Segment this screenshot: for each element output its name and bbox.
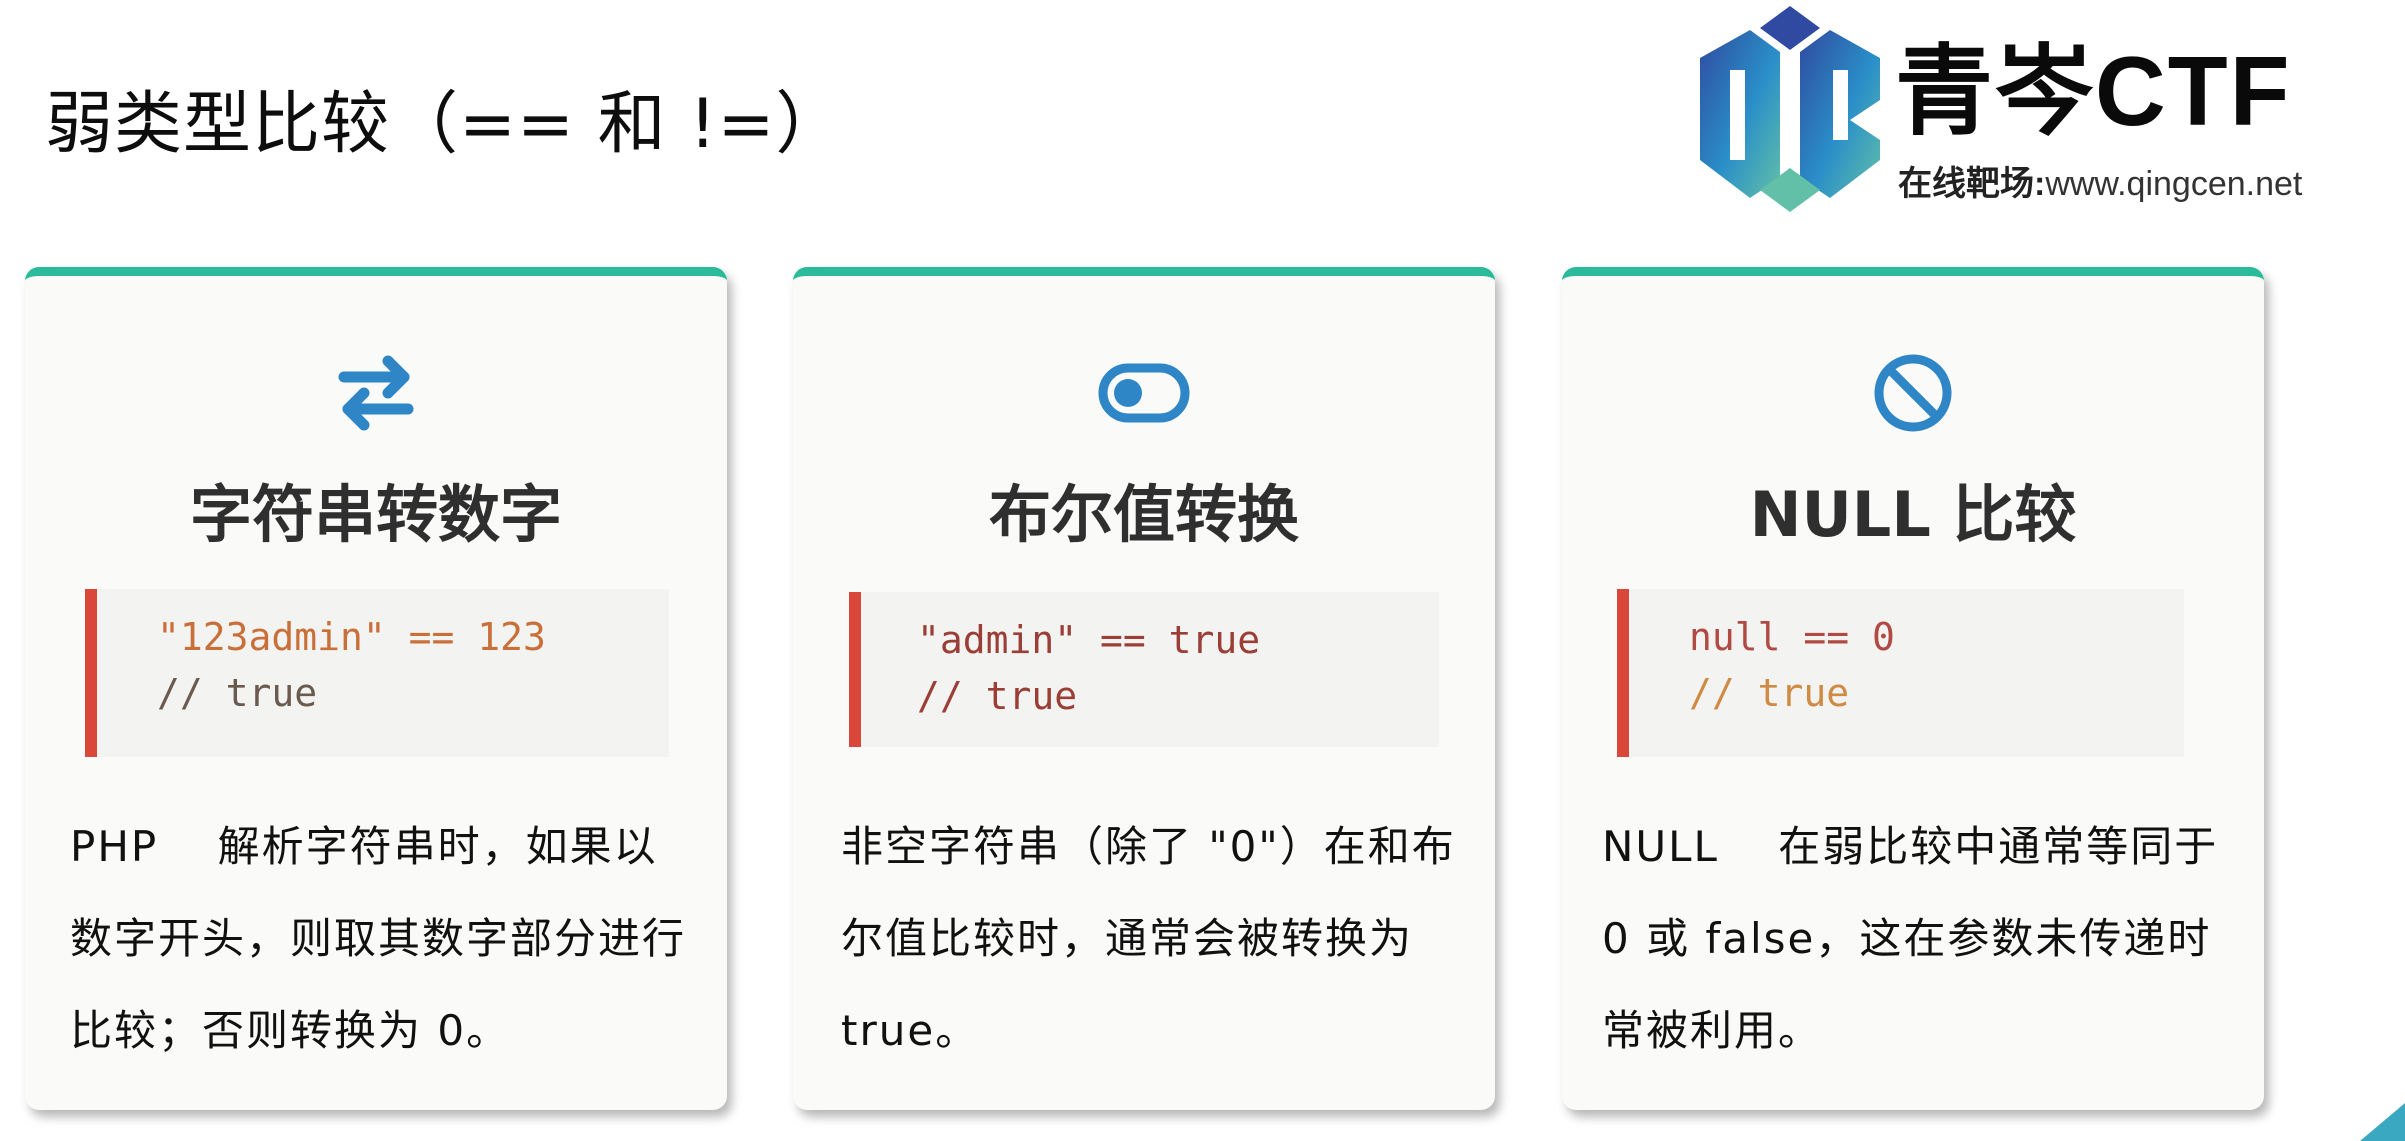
site-url[interactable]: www.qingcen.net [2045,165,2303,203]
page-title: 弱类型比较（== 和 !=） [45,85,845,164]
code-block: "123admin" == 123 // true [85,589,669,757]
code-line: "123admin" == 123 [157,615,546,659]
code-block: "admin" == true // true [849,592,1439,747]
code-line: null == 0 [1689,615,1895,659]
card-string-to-number: 字符串转数字 "123admin" == 123 // true PHP 解析字… [25,267,727,1110]
card-description: PHP 解析字符串时，如果以数字开头，则取其数字部分进行比较；否则转换为 0。 [70,822,687,1055]
qc-logo-icon [1700,6,1880,212]
card-boolean-conversion: 布尔值转换 "admin" == true // true 非空字符串（除了 "… [793,267,1495,1110]
corner-decoration [2360,1103,2405,1141]
brand-logo: 青岑CTF 在线靶场:www.qingcen.net [1690,0,2350,215]
ban-icon [1863,348,1963,438]
card-description: 非空字符串（除了 "0"）在和布尔值比较时，通常会被转换为 true。 [841,822,1456,1055]
code-block: null == 0 // true [1617,589,2184,757]
card-title: 字符串转数字 [189,478,562,551]
card-title: NULL 比较 [1749,478,2077,551]
card-null-comparison: NULL 比较 null == 0 // true NULL 在弱比较中通常等同… [1562,267,2264,1110]
brand-name: 青岑CTF [1895,36,2292,146]
concept-cards: 字符串转数字 "123admin" == 123 // true PHP 解析字… [25,267,2270,1112]
card-description: NULL 在弱比较中通常等同于 0 或 false，这在参数未传递时常被利用。 [1602,822,2219,1055]
brand-tagline: 在线靶场:www.qingcen.net [1898,156,2302,205]
code-comment: // true [157,671,318,715]
toggle-icon [1094,348,1194,438]
tagline-label: 在线靶场: [1898,165,2046,203]
code-comment: // true [1689,671,1850,715]
swap-arrows-icon [326,348,426,438]
code-line: "admin" == true [917,618,1261,662]
card-title: 布尔值转换 [988,478,1299,551]
code-comment: // true [917,674,1078,718]
